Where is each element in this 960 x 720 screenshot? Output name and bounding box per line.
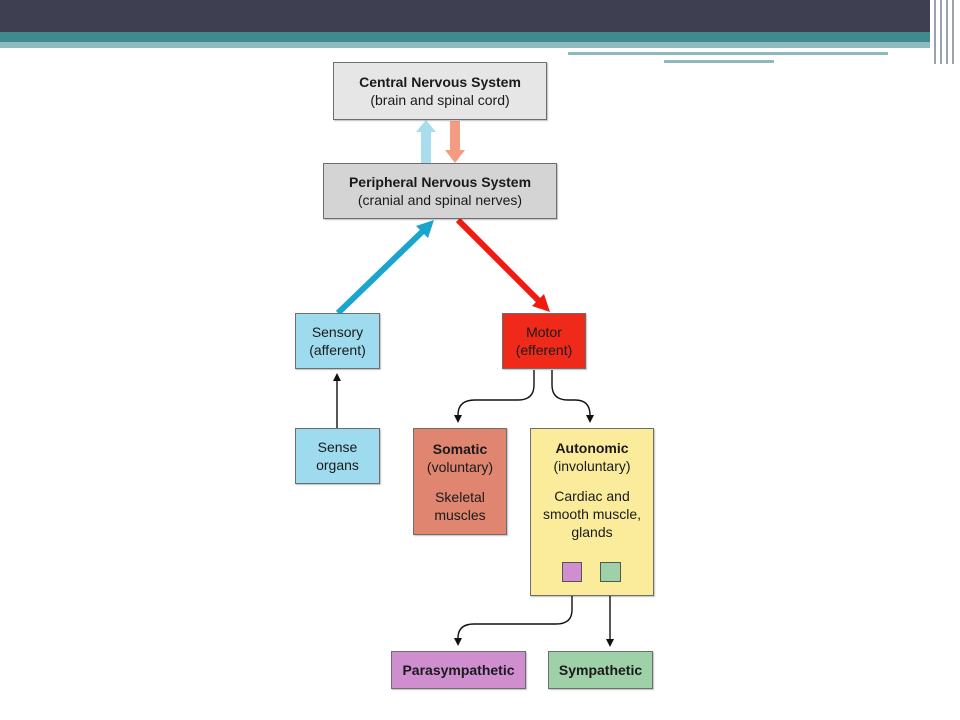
header-accent-line-short <box>664 60 774 63</box>
arrow-pns-to-motor <box>455 217 550 312</box>
sympathetic-label: Sympathetic <box>558 662 643 678</box>
header-vertical-line <box>940 0 942 64</box>
autonomic-subtitle: (involuntary) <box>553 458 631 474</box>
somatic-box: Somatic (voluntary) Skeletal muscles <box>413 428 507 535</box>
sympathetic-box: Sympathetic <box>548 651 653 689</box>
autonomic-box: Autonomic (involuntary) Cardiac and smoo… <box>530 428 654 596</box>
cns-title: Central Nervous System <box>359 74 521 90</box>
header-teal-bar <box>0 32 930 42</box>
header-vertical-line <box>952 0 954 64</box>
pns-title: Peripheral Nervous System <box>348 174 532 190</box>
arrow-pns-to-cns <box>416 120 436 164</box>
pns-box: Peripheral Nervous System (cranial and s… <box>323 163 557 219</box>
autonomic-detail-3: glands <box>571 524 613 540</box>
arrow-to-parasympathetic <box>454 583 573 646</box>
somatic-detail-1: Skeletal <box>435 488 485 505</box>
somatic-subtitle: (voluntary) <box>426 458 494 475</box>
motor-line1: Motor <box>526 324 562 340</box>
motor-box: Motor (efferent) <box>502 313 586 369</box>
autonomic-detail-2: smooth muscle, <box>542 506 642 522</box>
arrow-cns-to-pns <box>445 121 465 163</box>
parasympathetic-label: Parasympathetic <box>402 662 515 678</box>
sensory-box: Sensory (afferent) <box>295 313 380 369</box>
motor-line2: (efferent) <box>515 342 573 358</box>
autonomic-title: Autonomic <box>555 440 629 456</box>
arrow-sensory-to-pns <box>335 220 434 316</box>
arrow-motor-to-autonomic <box>551 370 594 423</box>
header-accent-line <box>568 52 888 55</box>
header-vertical-line <box>934 0 936 64</box>
sympathetic-swatch <box>600 562 621 582</box>
header-vertical-line <box>946 0 948 64</box>
pns-subtitle: (cranial and spinal nerves) <box>357 192 523 208</box>
header-teal-light-bar <box>0 42 930 48</box>
cns-subtitle: (brain and spinal cord) <box>370 92 510 108</box>
sense-organs-line1: Sense <box>317 439 358 455</box>
cns-box: Central Nervous System (brain and spinal… <box>333 62 547 120</box>
somatic-detail-2: muscles <box>434 506 486 523</box>
parasympathetic-box: Parasympathetic <box>391 651 526 689</box>
header-dark-bar <box>0 0 930 32</box>
sensory-line1: Sensory <box>311 324 364 340</box>
header-accent-line <box>568 50 888 52</box>
autonomic-detail-1: Cardiac and <box>554 488 630 504</box>
sense-organs-line2: organs <box>316 457 359 473</box>
sensory-line2: (afferent) <box>309 342 366 358</box>
sense-organs-box: Sense organs <box>295 428 380 484</box>
parasympathetic-swatch <box>562 562 582 582</box>
arrow-motor-to-somatic <box>454 370 535 423</box>
somatic-title: Somatic <box>432 440 488 457</box>
